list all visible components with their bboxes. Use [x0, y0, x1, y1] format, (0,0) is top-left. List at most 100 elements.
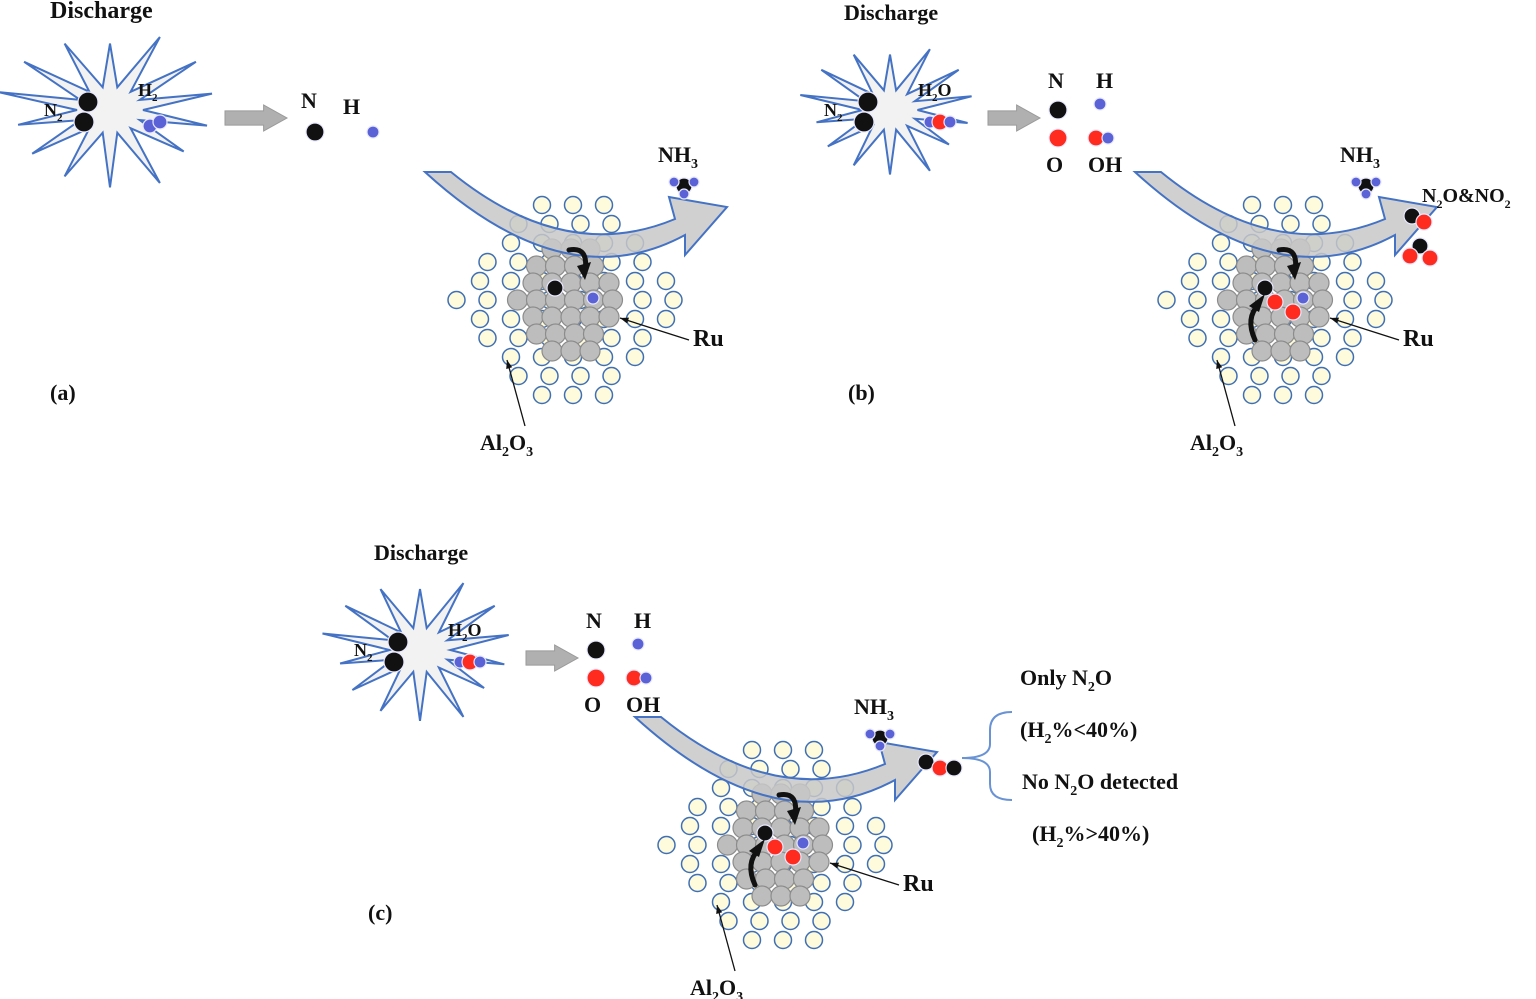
nh3-h-atom: [1360, 188, 1372, 200]
nh3-h-atom: [1350, 176, 1362, 188]
al2o3-particle: [1180, 271, 1200, 291]
fragment-h-label: H: [343, 94, 360, 119]
al2o3-particle: [633, 328, 652, 348]
al2o3-particle: [478, 252, 497, 272]
al2o3-particle: [633, 252, 652, 272]
al2o3-particle: [812, 911, 831, 931]
discharge-burst: [800, 48, 972, 175]
ru-pointer: [1329, 317, 1400, 341]
reactant-label: H2O: [448, 620, 482, 644]
adsorbed-n-atom: [1256, 279, 1274, 297]
ru-pointer: [619, 317, 690, 341]
al2o3-particle: [470, 271, 490, 291]
al2o3-particle: [680, 816, 700, 836]
al2o3-particle: [781, 911, 800, 931]
o-atom: [586, 668, 606, 688]
discharge-label: Discharge: [374, 540, 468, 565]
al2o3-particle: [812, 759, 831, 779]
al2o3-particle: [532, 195, 552, 215]
ru-particle: [579, 340, 601, 362]
al2o3-particle: [1219, 252, 1238, 272]
no-n2o-label: No N2O detected: [1022, 769, 1178, 799]
al2o3-particle: [1188, 252, 1207, 272]
h-atom: [639, 671, 653, 685]
discharge-burst: [0, 36, 213, 188]
al2o3-particle: [509, 328, 528, 348]
h-atom: [943, 115, 957, 129]
o-atom: [1421, 249, 1439, 267]
al2o3-particle: [540, 366, 559, 386]
al2o3-particle: [1281, 366, 1300, 386]
al2o3-particle: [602, 328, 621, 348]
al2o3-particle: [1219, 328, 1238, 348]
al2o3-label: Al2O3: [690, 975, 743, 999]
ru-particle: [1251, 340, 1273, 362]
panel-label-c: (c): [368, 900, 392, 925]
fragment-h-label: H: [634, 608, 651, 633]
al2o3-particle: [1343, 252, 1362, 272]
fragment-n-label: N: [1048, 68, 1064, 93]
ru-particle: [1308, 306, 1330, 328]
al2o3-particle: [447, 290, 466, 310]
al2o3-particle: [571, 366, 590, 386]
al2o3-particle: [1157, 290, 1176, 310]
n-atom: [857, 91, 879, 113]
al2o3-particle: [812, 873, 831, 893]
al2o3-particle: [657, 835, 676, 855]
al2o3-particle: [501, 271, 521, 291]
n-atom: [1048, 100, 1068, 120]
ru-particle: [560, 340, 582, 362]
ru-pointer-head: [830, 862, 839, 869]
al2o3-particle: [711, 816, 731, 836]
al2o3-particle: [711, 854, 731, 874]
al2o3-particle: [509, 252, 528, 272]
al2o3-particle: [594, 195, 614, 215]
al2o3-particle: [509, 366, 528, 386]
adsorbed-h-atom: [586, 291, 600, 305]
al2o3-particle: [874, 835, 893, 855]
n-atom: [383, 651, 405, 673]
al2o3-particle: [1273, 385, 1293, 405]
nh3-label: NH3: [1340, 142, 1380, 172]
ru-particle: [506, 289, 529, 311]
al2o3-particle: [866, 816, 886, 836]
al2o3-particle: [1343, 328, 1362, 348]
o-atom: [1401, 247, 1419, 265]
high-h2-condition: (H2%>40%): [1032, 821, 1149, 851]
al2o3-particle: [594, 385, 614, 405]
discharge-burst: [322, 582, 509, 722]
al2o3-particle: [478, 290, 497, 310]
ru-particle: [541, 340, 563, 362]
nh3-h-atom: [864, 728, 876, 740]
fragment-oh-label: OH: [626, 692, 660, 717]
al2o3-particle: [773, 930, 793, 950]
al2o3-particle: [719, 797, 738, 817]
rotation-arrowhead: [1249, 294, 1265, 312]
ru-particle: [1289, 340, 1311, 362]
al2o3-particle: [1188, 328, 1207, 348]
fragment-h-label: H: [1096, 68, 1113, 93]
adsorbed-o-atom: [784, 848, 802, 866]
discharge-label: Discharge: [844, 0, 938, 25]
al2o3-particle: [688, 873, 707, 893]
al2o3-particle: [781, 759, 800, 779]
nh3-h-atom: [884, 728, 896, 740]
al2o3-particle: [1335, 271, 1355, 291]
n2-label: N2: [824, 100, 843, 124]
fragment-oh-label: OH: [1088, 152, 1122, 177]
ru-particle: [751, 885, 773, 907]
adsorbed-n-atom: [756, 824, 774, 842]
ru-label: Ru: [693, 326, 724, 352]
al2o3-particle: [1211, 309, 1231, 329]
al2o3-particle: [625, 347, 645, 367]
al2o3-particle: [866, 854, 886, 874]
ru-particle: [598, 306, 620, 328]
rotation-arrowhead: [1287, 262, 1301, 280]
nh3-label: NH3: [658, 142, 698, 172]
al2o3-particle: [688, 835, 707, 855]
al2o3-particle: [1312, 214, 1331, 234]
al2o3-label: Al2O3: [480, 430, 533, 460]
al2o3-particle: [501, 309, 521, 329]
